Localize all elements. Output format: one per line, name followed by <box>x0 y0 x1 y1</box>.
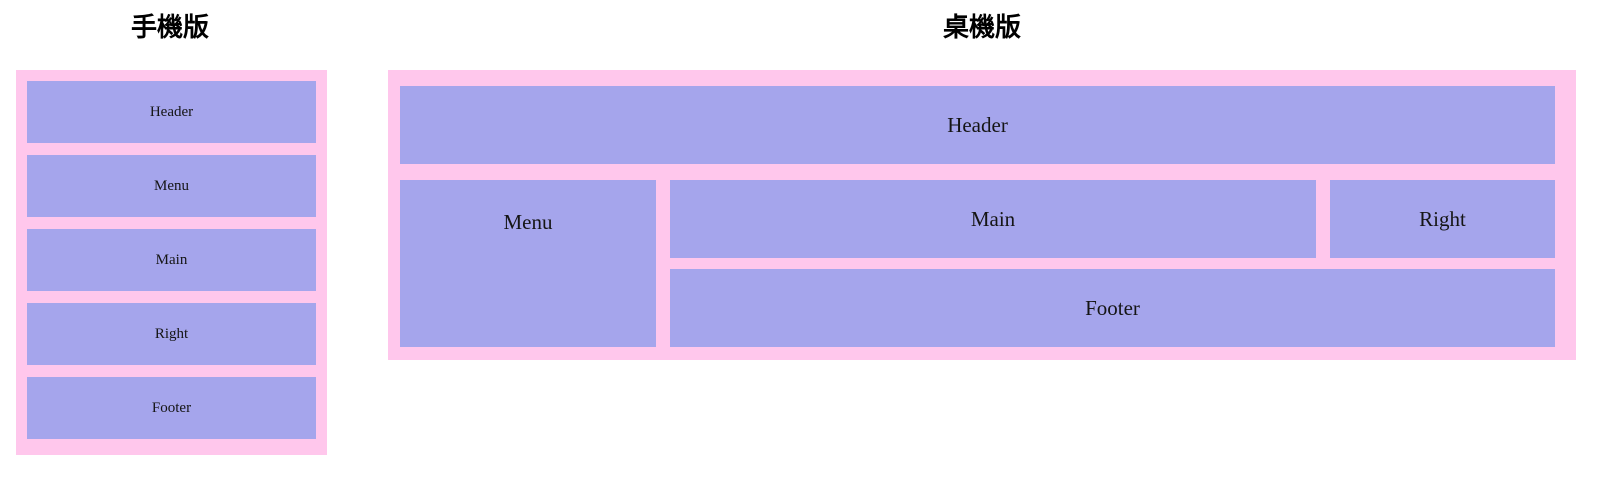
mobile-layout-title: 手機版 <box>130 12 209 42</box>
mobile-block-footer[interactable]: Footer <box>27 377 316 439</box>
desktop-block-main[interactable]: Main <box>670 180 1316 258</box>
mobile-block-menu[interactable]: Menu <box>27 155 316 217</box>
desktop-layout-title: 桌機版 <box>942 12 1021 42</box>
mobile-wireframe-container: Header Menu Main Right Footer <box>16 70 327 455</box>
desktop-block-footer[interactable]: Footer <box>670 269 1555 347</box>
mobile-block-right[interactable]: Right <box>27 303 316 365</box>
desktop-block-menu[interactable]: Menu <box>400 180 656 347</box>
desktop-block-right[interactable]: Right <box>1330 180 1555 258</box>
desktop-block-header[interactable]: Header <box>400 86 1555 164</box>
desktop-wireframe-container: Header Menu Main Right Footer <box>388 70 1576 360</box>
mobile-block-main[interactable]: Main <box>27 229 316 291</box>
mobile-block-header[interactable]: Header <box>27 81 316 143</box>
